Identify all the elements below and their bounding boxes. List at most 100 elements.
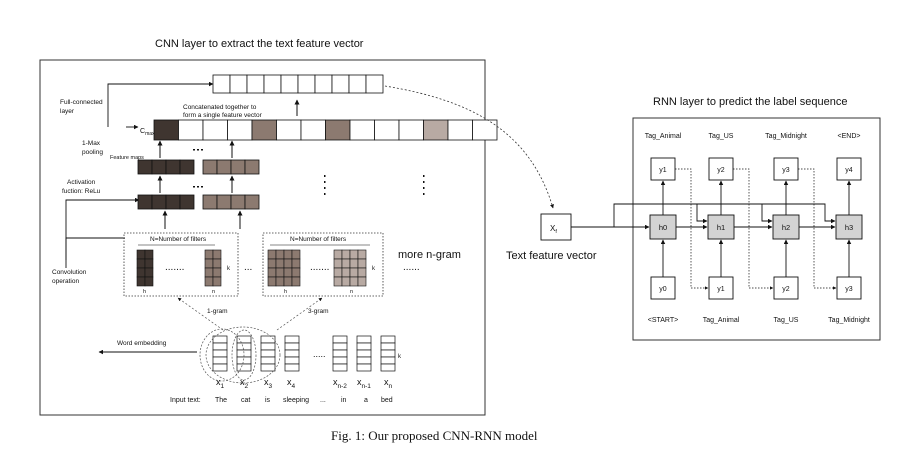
filter-cell [349,249,359,260]
rnn-top-tag: Tag_Midnight [765,133,807,140]
filter-cell [333,267,343,278]
filter-cell [212,249,222,260]
text-feature-label: Text feature vector [506,250,597,262]
embedding-cell [332,363,348,372]
pooled-cell [300,119,326,141]
word-vector-label: x2 [240,377,249,390]
embedding-cell [212,349,228,358]
fc-cell [263,74,282,94]
input-word: in [341,397,347,404]
activation-maps [137,159,260,175]
pooled-cell [423,119,449,141]
gram-1-label: 1-gram [207,308,228,315]
filter-cell [204,249,214,260]
dark-map-cell [151,159,167,175]
filters-3gram [267,249,367,287]
embedding-cell [332,356,348,365]
filter-cell [144,249,154,260]
rnn-feedback-arrow [733,168,774,290]
rnn-hidden-node [835,214,863,240]
filter-cell [341,267,351,278]
embedding-cell [284,363,300,372]
rnn-output-label: y2 [717,167,725,174]
filter-cell [341,258,351,269]
word-vector-label: xn [384,377,393,390]
filter-cell [275,249,285,260]
pooled-cell [374,119,400,141]
pooled-cell [251,119,277,141]
embedding-cell [284,349,300,358]
embedding-cell [356,356,372,365]
embedding-dots: ..... [313,349,326,359]
filters-label-3gram: N=Number of filters [290,236,347,243]
embedding-cell [332,335,348,344]
pooled-cell [349,119,375,141]
filter-cell [357,258,367,269]
filter-cell [267,258,277,269]
mid-map-cell [230,194,246,210]
fc-cell [246,74,265,94]
filter-cell [212,267,222,278]
embedding-cell [212,356,228,365]
rnn-hidden-label: h1 [717,223,725,232]
pooled-cell [325,119,351,141]
word-vector-label: xn-2 [333,377,347,390]
embedding-cell [236,342,252,351]
xf-node [540,213,572,241]
rnn-output-label: y3 [782,167,790,174]
rnn-input-label: y3 [845,286,853,293]
filter-box-3gram [262,232,384,297]
cnn-up-arrows [157,140,243,229]
embedding-cell [212,342,228,351]
input-word: ... [320,397,326,404]
dark-map-cell [137,159,153,175]
filter-cell [357,249,367,260]
left-flow-lines [65,81,214,355]
rnn-panel [632,117,881,341]
fc-cell [348,74,367,94]
filter-cell [349,276,359,287]
fc-layer-vector [212,74,384,94]
pooled-cell [276,119,302,141]
fc-cell [280,74,299,94]
rnn-input-label: y1 [717,286,725,293]
filter-cell [357,267,367,278]
dark-map-cell [137,194,153,210]
embedding-cell [380,349,396,358]
embedding-cell [380,335,396,344]
pooled-cell [178,119,204,141]
rnn-top-tag: Tag_US [709,133,734,140]
filters-label-1gram: N=Number of filters [150,236,207,243]
filter-cell [283,258,293,269]
filter-cell [204,276,214,287]
filter-cell [136,249,146,260]
word-embedding-label: Word embedding [117,340,167,347]
pooled-cell [398,119,424,141]
filter-cell [204,258,214,269]
rnn-input-label: y2 [782,286,790,293]
rnn-input-node [836,276,862,300]
dark-map-cell [179,194,195,210]
word-vector-label: x3 [264,377,273,390]
embedding-cell [284,342,300,351]
embedding-cell [284,335,300,344]
mid-map-cell [216,159,232,175]
rnn-output-node [773,157,799,181]
embedding-cell [260,363,276,372]
filter-box-1gram [123,232,239,297]
dark-map-cell [179,159,195,175]
filter-cell [267,249,277,260]
rnn-bottom-tag: <START> [648,317,678,324]
filter-cell [144,276,154,287]
rnn-hidden-label: h0 [659,223,667,232]
embedding-cell [332,349,348,358]
rnn-connections [571,168,852,290]
filter-k-label-1: k [227,266,231,272]
c-max-label: Cmax [140,128,155,137]
pooled-cell [447,119,473,141]
filter-cell [291,258,301,269]
